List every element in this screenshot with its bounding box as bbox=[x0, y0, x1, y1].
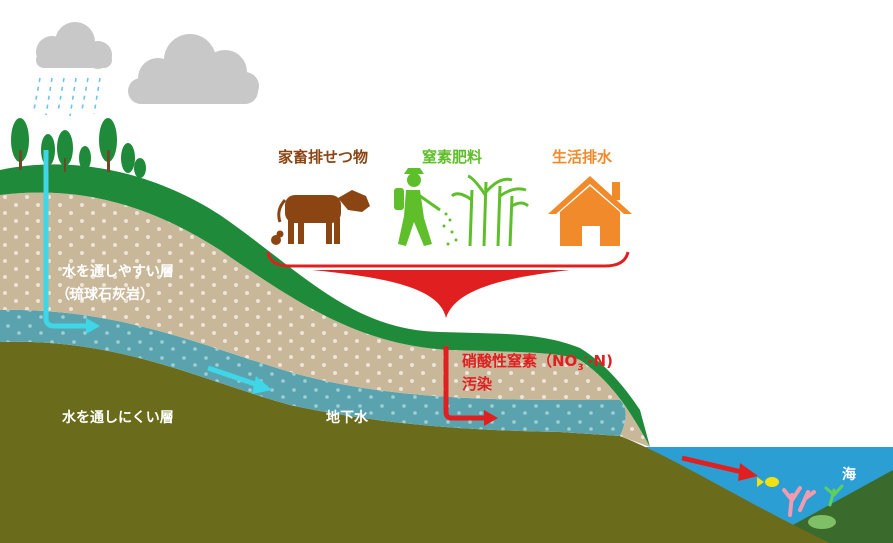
grass-surface bbox=[0, 164, 650, 447]
groundwater-label: 地下水 bbox=[326, 410, 368, 426]
sugarcane-icon bbox=[450, 174, 530, 247]
nitrate-label-superscript: - bbox=[583, 353, 588, 363]
pollution-arrow bbox=[443, 346, 486, 421]
nitrate-label-subscript: 3 bbox=[577, 363, 584, 373]
sea-pollution-arrow bbox=[681, 455, 743, 475]
infiltration-arrow bbox=[43, 150, 88, 329]
source-label-fertilizer: 窒素肥料 bbox=[422, 148, 483, 166]
sea-floor bbox=[760, 470, 893, 543]
fish-icon bbox=[757, 477, 779, 487]
cow-icon bbox=[271, 190, 370, 245]
farmer-icon bbox=[394, 168, 458, 246]
rain bbox=[33, 77, 101, 117]
contamination-label: 汚染 bbox=[462, 375, 493, 393]
impermeable-layer-label: 水を通しにくい層 bbox=[62, 410, 174, 426]
source-label-wastewater: 生活排水 bbox=[552, 148, 613, 166]
nitrate-label-prefix: 硝酸性窒素（NO bbox=[462, 352, 578, 370]
groundwater-flow-arrow bbox=[207, 365, 259, 388]
nitrate-label-suffix: -N) bbox=[587, 352, 613, 370]
source-label-livestock: 家畜排せつ物 bbox=[278, 148, 369, 166]
rain-cloud bbox=[36, 22, 112, 69]
nitrate-label: 硝酸性窒素（NO3--N) bbox=[462, 350, 613, 373]
sea-label: 海 bbox=[842, 467, 856, 483]
permeable-layer-sublabel: （琉球石灰岩） bbox=[56, 287, 154, 303]
permeable-layer-label: 水を通しやすい層 bbox=[62, 264, 174, 280]
coral-reef bbox=[782, 484, 844, 529]
pollution-funnel bbox=[312, 270, 570, 318]
house-icon bbox=[548, 176, 632, 246]
impermeable-layer bbox=[0, 341, 830, 543]
cloud bbox=[128, 34, 259, 104]
pollution-bracket bbox=[266, 251, 630, 268]
